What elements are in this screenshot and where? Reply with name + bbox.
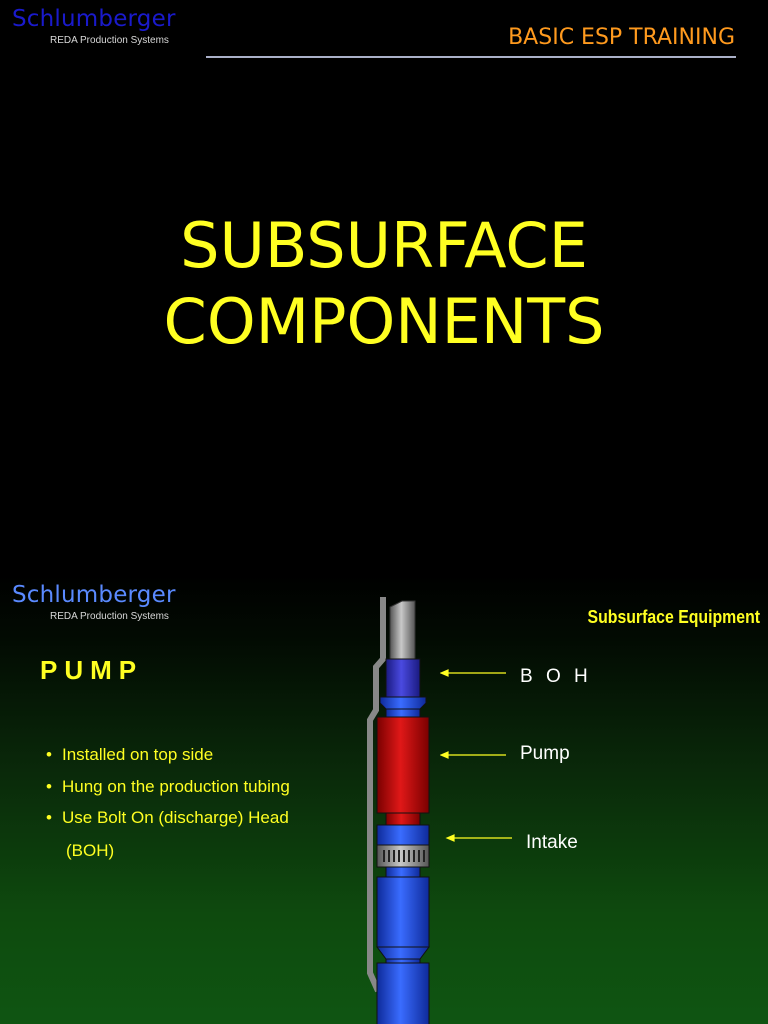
header-title: BASIC ESP TRAINING <box>508 25 735 50</box>
production-tubing-icon <box>389 600 416 660</box>
boh-section <box>385 658 421 698</box>
slide-title: SUBSURFACE COMPONENTS <box>0 208 768 360</box>
header-divider <box>206 56 736 58</box>
title-slide: Schlumberger REDA Production Systems BAS… <box>0 6 768 360</box>
callout-intake: Intake <box>526 832 578 853</box>
pump-section <box>376 716 430 814</box>
slide-title-line-2: COMPONENTS <box>163 285 605 358</box>
callout-pump: Pump <box>520 743 570 764</box>
callout-boh: B O H <box>520 666 592 687</box>
bullet-text: Installed on top side <box>62 745 214 764</box>
bullet-continuation: (BOH) <box>66 841 115 860</box>
pump-slide: Schlumberger REDA Production Systems Sub… <box>0 575 768 1024</box>
motor-section <box>376 962 430 1024</box>
brand-name: Schlumberger <box>12 6 176 32</box>
protector-section <box>376 876 430 948</box>
brand-name: Schlumberger <box>12 582 176 608</box>
bullet-item: •Installed on top side <box>46 745 214 764</box>
boh-flange <box>379 696 427 710</box>
pump-heading: PUMP <box>40 655 144 685</box>
callout-arrow-lines <box>440 669 512 842</box>
intake-ports <box>383 850 425 862</box>
bullet-text: Hung on the production tubing <box>62 776 290 796</box>
brand-subtitle: REDA Production Systems <box>50 35 169 46</box>
bullet-item: •Hung on the production tubing <box>46 776 290 796</box>
section-label: Subsurface Equipment <box>587 607 760 627</box>
bullet-list: •Installed on top side •Hung on the prod… <box>46 745 290 840</box>
brand-logo: Schlumberger REDA Production Systems <box>12 582 176 622</box>
brand-subtitle: REDA Production Systems <box>50 611 169 622</box>
slide-title-line-1: SUBSURFACE <box>180 209 588 282</box>
intake-section <box>376 824 430 846</box>
bullet-item: •Use Bolt On (discharge) Head <box>46 808 289 827</box>
bullet-text: Use Bolt On (discharge) Head <box>62 808 289 827</box>
power-cable <box>367 597 386 993</box>
esp-diagram <box>367 597 430 1024</box>
brand-logo: Schlumberger REDA Production Systems <box>12 6 176 46</box>
